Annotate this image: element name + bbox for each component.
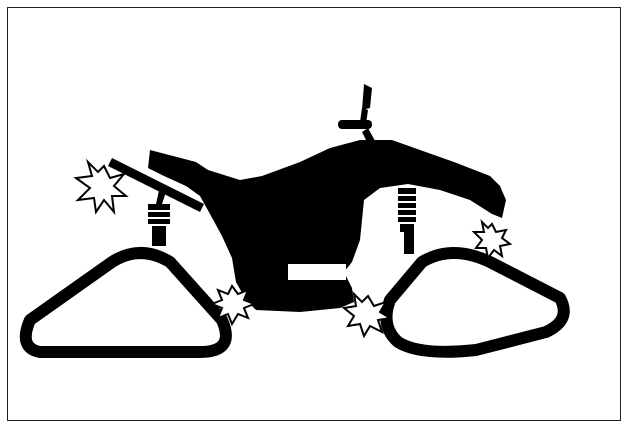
rear-track-icon (26, 253, 226, 352)
atv-body-icon (108, 140, 506, 312)
front-suspension-icon (398, 188, 416, 254)
rear-track-impact-burst-icon (212, 286, 254, 324)
front-track-icon (386, 253, 563, 352)
